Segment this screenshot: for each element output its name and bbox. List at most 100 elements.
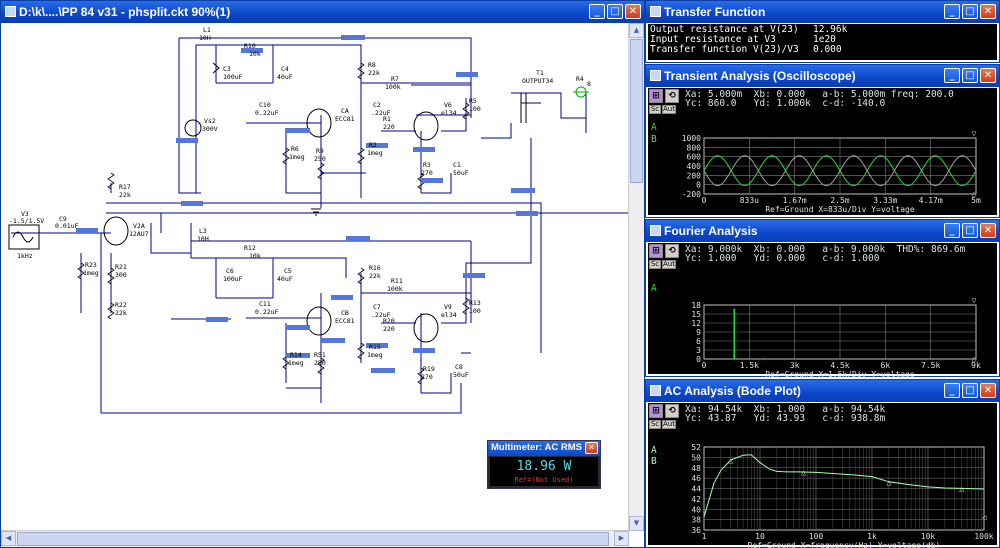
y-tick-label: 50	[691, 453, 701, 462]
schematic-horizontal-scrollbar[interactable]: ◀ ▶	[1, 530, 629, 547]
x-tick-label: 1.67m	[783, 196, 807, 205]
label-C3: C3	[223, 65, 231, 73]
y-tick-label: 42	[691, 495, 701, 504]
close-button[interactable]: ✕	[625, 4, 641, 19]
bode-auto-button[interactable]: Aut	[662, 420, 676, 429]
label-Vs2: Vs2	[204, 117, 216, 125]
bode-reset-tool-icon[interactable]: ⟲	[665, 404, 679, 418]
cursor-marker-bottom: △	[972, 354, 977, 363]
fourier-titlebar[interactable]: Fourier Analysis _ □ ✕	[646, 220, 999, 242]
fourier-app-icon	[650, 225, 661, 236]
maximize-button[interactable]: □	[607, 4, 623, 19]
transient-titlebar[interactable]: Transient Analysis (Oscilloscope) _ □ ✕	[646, 65, 999, 87]
y-tick-label: 18	[691, 301, 701, 310]
scroll-down-button[interactable]: ▼	[629, 516, 644, 531]
transient-maximize-button[interactable]: □	[962, 68, 978, 83]
fourier-auto-button[interactable]: Aut	[662, 260, 676, 269]
bode-maximize-button[interactable]: □	[962, 383, 978, 398]
transfer-titlebar[interactable]: Transfer Function _ □ ✕	[646, 1, 999, 23]
label-L1v: 10H	[199, 34, 211, 42]
y-tick-label: 15	[691, 310, 701, 319]
fourier-maximize-button[interactable]: □	[962, 223, 978, 238]
legend-b: B	[651, 134, 657, 145]
label-Vs2v: 300V	[202, 125, 218, 133]
reset-tool-icon[interactable]: ⟲	[665, 89, 679, 103]
x-tick-label: 3k	[790, 361, 800, 370]
bode-scope[interactable]: ⊞ ⟲ Sc Aut Xa: 94.54k Xb: 1.000 a-b: 94.…	[648, 403, 999, 548]
series-line-B	[703, 155, 977, 187]
multimeter-titlebar[interactable]: Multimeter: AC RMS ✕	[488, 441, 600, 456]
label-V3v: -1.5/1.5V	[9, 217, 44, 225]
multimeter-window[interactable]: Multimeter: AC RMS ✕ 18.96 W Ref=(Not Us…	[487, 440, 601, 489]
x-tick-label: 833u	[740, 196, 759, 205]
fourier-cursor-tool-icon[interactable]: ⊞	[649, 244, 663, 258]
y-tick-label: 0	[696, 355, 701, 364]
label-R21: R21	[115, 263, 127, 271]
label-R8: R8	[368, 61, 376, 69]
label-C7v: .22uF	[371, 311, 391, 319]
y-tick-label: 40	[691, 505, 701, 514]
minimize-button[interactable]: _	[589, 4, 605, 19]
scroll-right-button[interactable]: ▶	[614, 531, 629, 546]
fourier-window[interactable]: Fourier Analysis _ □ ✕ ⊞ ⟲ Sc Aut Xa: 9.…	[645, 219, 1000, 377]
bode-titlebar[interactable]: AC Analysis (Bode Plot) _ □ ✕	[646, 380, 999, 402]
label-R23v: 1meg	[83, 269, 99, 277]
label-V9v: el34	[441, 311, 457, 319]
y-tick-label: 400	[687, 162, 702, 171]
scale-button[interactable]: Sc	[649, 105, 661, 114]
scroll-left-button[interactable]: ◀	[1, 531, 16, 546]
bode-window[interactable]: AC Analysis (Bode Plot) _ □ ✕ ⊞ ⟲ Sc Aut…	[645, 379, 1000, 548]
label-R10: R10	[244, 42, 256, 50]
cursor-tool-icon[interactable]: ⊞	[649, 89, 663, 103]
bode-close-button[interactable]: ✕	[980, 383, 996, 398]
transfer-close-button[interactable]: ✕	[980, 4, 996, 19]
schematic-titlebar[interactable]: D:\k\....\PP 84 v31 - phsplit.ckt 90%(1)…	[1, 1, 644, 23]
circuit-diagram[interactable]: L1 10H R10 10k C3 100uF C4 40uF R8 22k R…	[1, 23, 628, 531]
label-C2v: .22uF	[371, 109, 391, 117]
fourier-reset-tool-icon[interactable]: ⟲	[665, 244, 679, 258]
axis-footer: Ref=Ground X=1.5k/Div Y=voltage	[765, 370, 914, 377]
transfer-function-window[interactable]: Transfer Function _ □ ✕ Output resistanc…	[645, 0, 1000, 63]
schematic-vertical-scrollbar[interactable]: ▲ ▼	[628, 23, 644, 531]
label-R51v: 250	[314, 359, 326, 367]
transfer-app-icon	[650, 6, 661, 17]
fourier-scope[interactable]: ⊞ ⟲ Sc Aut Xa: 9.000k Xb: 0.000 a-b: 9.0…	[648, 243, 999, 377]
multimeter-close-button[interactable]: ✕	[585, 442, 598, 454]
horizontal-scroll-thumb[interactable]	[17, 532, 609, 546]
vertical-scroll-thumb[interactable]	[630, 39, 643, 183]
label-T1: T1	[536, 69, 544, 77]
multimeter-ref: Ref=(Not Used)	[514, 476, 574, 484]
label-R20v: 220	[383, 325, 395, 333]
y-tick-label: 200	[687, 171, 702, 180]
label-R6: R6	[291, 145, 299, 153]
transfer-minimize-button[interactable]: _	[944, 4, 960, 19]
auto-button[interactable]: Aut	[662, 105, 676, 114]
label-C10v: 0.22uF	[255, 109, 279, 117]
fourier-scale-button[interactable]: Sc	[649, 260, 661, 269]
bode-minimize-button[interactable]: _	[944, 383, 960, 398]
transient-minimize-button[interactable]: _	[944, 68, 960, 83]
label-V2Av: 12AU7	[129, 230, 149, 238]
bode-cursor-tool-icon[interactable]: ⊞	[649, 404, 663, 418]
y-tick-label: 0	[696, 181, 701, 190]
label-R3: R3	[423, 161, 431, 169]
bode-scale-button[interactable]: Sc	[649, 420, 661, 429]
label-R12: R12	[244, 244, 256, 252]
transfer-maximize-button[interactable]: □	[962, 4, 978, 19]
label-L1: L1	[203, 26, 211, 34]
scroll-up-button[interactable]: ▲	[629, 23, 644, 38]
fourier-close-button[interactable]: ✕	[980, 223, 996, 238]
transient-close-button[interactable]: ✕	[980, 68, 996, 83]
label-C6: C6	[226, 267, 234, 275]
schematic-window[interactable]: D:\k\....\PP 84 v31 - phsplit.ckt 90%(1)…	[0, 0, 645, 548]
fourier-minimize-button[interactable]: _	[944, 223, 960, 238]
transient-window[interactable]: Transient Analysis (Oscilloscope) _ □ ✕ …	[645, 64, 1000, 218]
transient-scope[interactable]: ⊞ ⟲ Sc Aut Xa: 5.000m Xb: 0.000 a-b: 5.0…	[648, 88, 997, 215]
label-R17v: 22k	[119, 191, 131, 199]
label-R13v: 100	[469, 307, 481, 315]
label-R11v: 100k	[387, 285, 403, 293]
label-R1: R1	[383, 115, 391, 123]
